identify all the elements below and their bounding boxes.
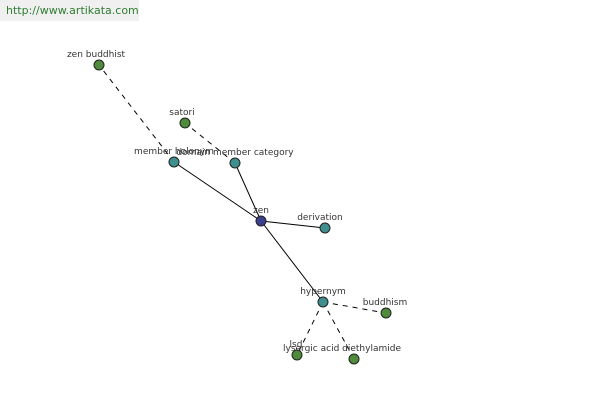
node-lysergic-acid-diethylamide[interactable] — [348, 353, 360, 365]
edge-zen-to-domain-member-category — [234, 162, 262, 222]
node-member-holonym[interactable] — [168, 156, 180, 168]
edges-layer — [98, 64, 387, 360]
node-label-satori: satori — [169, 108, 194, 118]
watermark-link[interactable]: http://www.artikata.com — [0, 0, 139, 21]
node-label-zen: zen — [253, 206, 269, 216]
node-label-lysergic-acid-diethylamide: lysergic acid diethylamide — [283, 344, 401, 354]
edge-zen-to-hypernym — [260, 220, 324, 303]
node-label-zen-buddhist: zen buddhist — [67, 50, 126, 60]
node-label-derivation: derivation — [297, 213, 343, 223]
edge-hypernym-to-lysergic-acid-diethylamide — [322, 301, 355, 360]
node-zen[interactable] — [255, 215, 267, 227]
nodes-layer — [93, 59, 392, 365]
node-lsd[interactable] — [291, 349, 303, 361]
node-label-lsd: lsd — [290, 340, 303, 350]
edge-zen-to-derivation — [260, 220, 326, 229]
watermark-text: http://www.artikata.com — [6, 4, 139, 17]
edge-zen-to-member-holonym — [173, 161, 262, 222]
node-derivation[interactable] — [319, 222, 331, 234]
node-label-member-holonym: member holonym — [134, 147, 214, 157]
node-label-buddhism: buddhism — [363, 298, 408, 308]
node-label-hypernym: hypernym — [300, 287, 346, 297]
node-domain-member-category[interactable] — [229, 157, 241, 169]
edge-hypernym-to-buddhism — [322, 301, 387, 314]
node-zen-buddhist[interactable] — [93, 59, 105, 71]
node-label-domain-member-category: domain member category — [176, 148, 294, 158]
node-buddhism[interactable] — [380, 307, 392, 319]
node-satori[interactable] — [179, 117, 191, 129]
edge-member-holonym-to-zen-buddhist — [98, 64, 175, 163]
edge-domain-member-category-to-satori — [184, 122, 236, 164]
node-hypernym[interactable] — [317, 296, 329, 308]
